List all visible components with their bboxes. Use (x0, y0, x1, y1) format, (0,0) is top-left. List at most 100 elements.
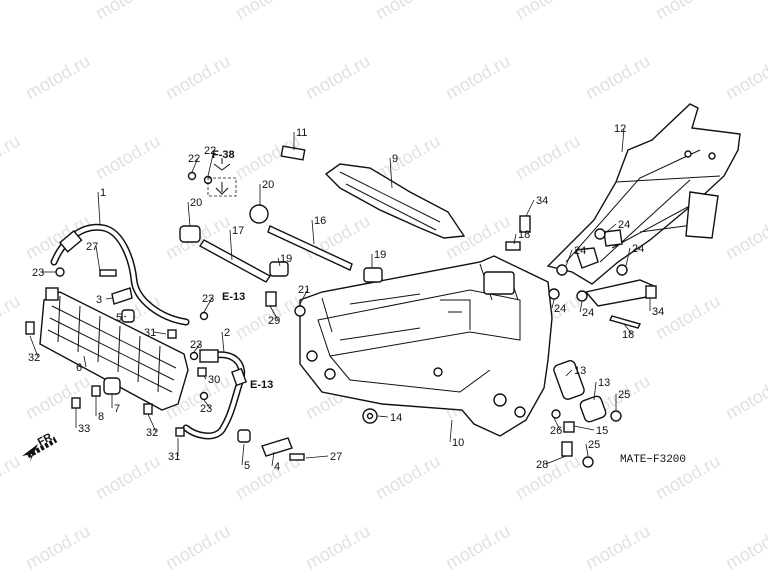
main-frame-part (299, 255, 553, 437)
callout-31: 31 (144, 327, 156, 339)
leader-line-28 (545, 455, 567, 465)
watermark-text: motod.ru (442, 521, 514, 574)
callout-7: 7 (114, 403, 120, 415)
callout-20: 20 (262, 179, 274, 191)
ref-label-e13-upper: E-13 (222, 291, 245, 303)
callout-19: 19 (374, 249, 386, 261)
watermark-text: motod.ru (302, 51, 374, 104)
ref-arrow-f38 (207, 158, 237, 197)
leader-line-5 (241, 443, 245, 466)
oil-hose-lower-part (182, 349, 247, 440)
watermark-text: motod.ru (92, 0, 164, 23)
callout-6: 6 (76, 362, 82, 374)
ref-label-f38: F-38 (212, 149, 235, 161)
watermark-text: motod.ru (0, 291, 24, 344)
callout-9: 9 (392, 153, 398, 165)
watermark-text: motod.ru (512, 0, 584, 23)
diagram-code: MATE−F3200 (620, 454, 686, 466)
callout-21: 21 (298, 284, 310, 296)
watermark-text: motod.ru (92, 451, 164, 504)
watermark-text: motod.ru (162, 521, 234, 574)
leader-line-29 (269, 305, 279, 321)
callout-26: 26 (550, 425, 562, 437)
callout-28: 28 (536, 459, 548, 471)
leader-line-18 (513, 233, 517, 245)
leader-line-16 (311, 219, 315, 245)
watermark-text: motod.ru (0, 451, 24, 504)
leader-line-6 (83, 355, 87, 368)
callout-32: 32 (146, 427, 158, 439)
leader-line-20 (187, 201, 191, 227)
leader-line-24 (565, 249, 573, 267)
callout-29: 29 (268, 315, 280, 327)
leader-line-14 (377, 415, 389, 418)
leader-line-23 (193, 343, 201, 353)
watermark-text: motod.ru (302, 521, 374, 574)
leader-line-32 (147, 413, 157, 433)
leader-line-25 (585, 443, 589, 457)
callout-13: 13 (574, 365, 586, 377)
leader-line-22 (191, 157, 199, 173)
callout-12: 12 (614, 123, 626, 135)
callout-34: 34 (536, 195, 548, 207)
watermark-text: motod.ru (372, 0, 444, 23)
watermark-text: motod.ru (512, 131, 584, 184)
oil-hose-upper-part (50, 223, 190, 326)
watermark-text: motod.ru (302, 211, 374, 264)
leader-line-21 (299, 288, 309, 305)
watermark-text: motod.ru (722, 211, 768, 264)
front-arrow (22, 437, 58, 462)
leader-line-2 (221, 331, 225, 353)
callout-24: 24 (554, 303, 566, 315)
watermark-text: motod.ru (652, 0, 724, 23)
leader-line-32 (29, 335, 39, 358)
callout-25: 25 (618, 389, 630, 401)
subframe-part (546, 103, 741, 307)
leader-line-24 (625, 247, 631, 267)
watermark-text: motod.ru (582, 51, 654, 104)
leader-line-15 (573, 425, 595, 431)
watermark-text: motod.ru (582, 521, 654, 574)
leader-line-24 (603, 223, 617, 235)
callout-10: 10 (452, 437, 464, 449)
callout-33: 33 (78, 423, 90, 435)
leader-line-27 (305, 455, 329, 459)
callout-1: 1 (100, 187, 106, 199)
callout-5: 5 (116, 312, 122, 324)
watermark-text: motod.ru (22, 521, 94, 574)
callout-2: 2 (224, 327, 230, 339)
leader-line-12 (621, 127, 625, 153)
watermark-text: motod.ru (722, 51, 768, 104)
callout-17: 17 (232, 225, 244, 237)
leader-lines (29, 127, 651, 467)
front-label: FR. (36, 430, 57, 449)
leader-line-24 (579, 301, 583, 313)
watermark-text: motod.ru (442, 51, 514, 104)
leader-line-9 (389, 157, 393, 189)
leader-line-13 (593, 381, 597, 401)
leader-line-17 (229, 229, 233, 261)
callout-24: 24 (574, 245, 586, 257)
callout-22: 22 (188, 153, 200, 165)
callout-24: 24 (618, 219, 630, 231)
callout-13: 13 (598, 377, 610, 389)
callout-27: 27 (330, 451, 342, 463)
watermark-text: motod.ru (232, 0, 304, 23)
watermark-text: motod.ru (0, 0, 24, 23)
callout-23: 23 (32, 267, 44, 279)
callout-23: 23 (190, 339, 202, 351)
callout-15: 15 (596, 425, 608, 437)
leader-line-23 (203, 399, 211, 409)
leader-line-24 (551, 299, 555, 309)
leader-line-31 (153, 331, 167, 335)
watermark-text: motod.ru (162, 51, 234, 104)
leader-line-30 (203, 375, 207, 380)
callout-27: 27 (86, 241, 98, 253)
watermark-text: motod.ru (22, 51, 94, 104)
leader-line-34 (525, 199, 535, 217)
watermark-text: motod.ru (22, 371, 94, 424)
leader-line-3 (105, 297, 113, 300)
callout-30: 30 (208, 374, 220, 386)
